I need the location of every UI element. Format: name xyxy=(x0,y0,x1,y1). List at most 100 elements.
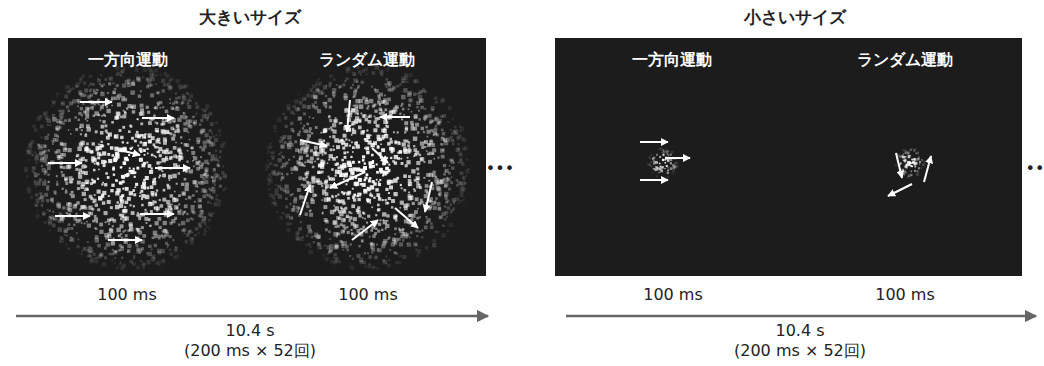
dot xyxy=(113,174,115,176)
dot xyxy=(107,92,109,94)
dot xyxy=(301,184,303,186)
dot xyxy=(98,196,102,200)
dot xyxy=(158,151,161,154)
dot xyxy=(186,234,189,237)
dot xyxy=(178,223,180,225)
dot xyxy=(119,263,121,265)
dot xyxy=(310,90,312,92)
dot xyxy=(124,112,127,115)
dot xyxy=(128,130,131,133)
dot xyxy=(75,168,78,171)
dot xyxy=(185,170,187,172)
dot xyxy=(177,149,180,152)
dot xyxy=(155,130,157,132)
dot xyxy=(42,151,45,154)
dot xyxy=(215,121,218,124)
dot xyxy=(411,111,413,113)
dot xyxy=(52,211,54,213)
dot xyxy=(78,172,80,174)
dot xyxy=(115,179,118,182)
dot xyxy=(177,199,179,201)
dot xyxy=(154,201,157,204)
dot xyxy=(153,178,156,181)
dot xyxy=(160,161,162,163)
dot xyxy=(189,230,192,233)
dot xyxy=(100,131,104,135)
dot xyxy=(160,204,164,208)
dot xyxy=(352,151,354,153)
dot xyxy=(119,196,123,200)
dot xyxy=(98,114,100,116)
dot xyxy=(142,266,145,269)
dot xyxy=(60,142,63,145)
dot xyxy=(165,156,168,159)
dot xyxy=(108,134,110,136)
dot xyxy=(214,184,216,186)
dot xyxy=(335,117,337,119)
dot xyxy=(63,123,65,125)
dot xyxy=(187,92,189,94)
dot xyxy=(410,231,413,234)
dot xyxy=(129,204,131,206)
dot xyxy=(89,259,93,263)
dot xyxy=(193,180,197,184)
dot xyxy=(97,152,101,156)
dot xyxy=(206,194,208,196)
dot xyxy=(147,187,150,190)
dot xyxy=(400,184,402,186)
dot xyxy=(60,217,64,221)
dot xyxy=(87,120,89,122)
dot xyxy=(217,174,220,177)
dot xyxy=(344,93,346,95)
dot xyxy=(155,106,158,109)
dot xyxy=(52,117,56,121)
dot xyxy=(294,140,297,143)
dot xyxy=(98,146,102,150)
dot xyxy=(200,181,204,185)
dot xyxy=(41,199,44,202)
dot xyxy=(361,239,364,242)
dot xyxy=(293,113,295,115)
dot xyxy=(398,142,401,145)
dot xyxy=(155,74,157,76)
dot xyxy=(362,183,366,187)
dot xyxy=(148,164,152,168)
dot xyxy=(64,119,67,122)
dot xyxy=(155,221,159,225)
dot xyxy=(317,171,320,174)
dot xyxy=(97,208,100,211)
dot xyxy=(352,188,354,190)
dot xyxy=(387,220,389,222)
dot xyxy=(134,171,136,173)
dot xyxy=(367,252,369,254)
dot xyxy=(195,227,198,230)
dot xyxy=(416,181,419,184)
dot xyxy=(65,90,67,92)
dot xyxy=(184,233,186,235)
dot xyxy=(140,192,142,194)
dot xyxy=(169,156,172,159)
dot xyxy=(77,147,81,151)
dot xyxy=(167,247,169,249)
dot xyxy=(81,114,83,116)
dot xyxy=(116,228,120,232)
dot xyxy=(44,154,48,158)
dot xyxy=(344,156,347,159)
dot xyxy=(45,163,47,165)
dot xyxy=(361,81,364,84)
dot xyxy=(125,234,128,237)
dot xyxy=(223,175,227,179)
dot xyxy=(154,69,158,73)
dot xyxy=(116,95,118,97)
dot xyxy=(200,129,204,133)
dot xyxy=(131,137,134,140)
dot xyxy=(173,256,176,259)
dot xyxy=(278,158,282,162)
dot xyxy=(283,113,285,115)
dot xyxy=(141,247,144,250)
dot xyxy=(130,90,134,94)
dot xyxy=(85,159,88,162)
dot xyxy=(375,188,378,191)
dot xyxy=(201,181,203,183)
dot xyxy=(317,171,320,174)
